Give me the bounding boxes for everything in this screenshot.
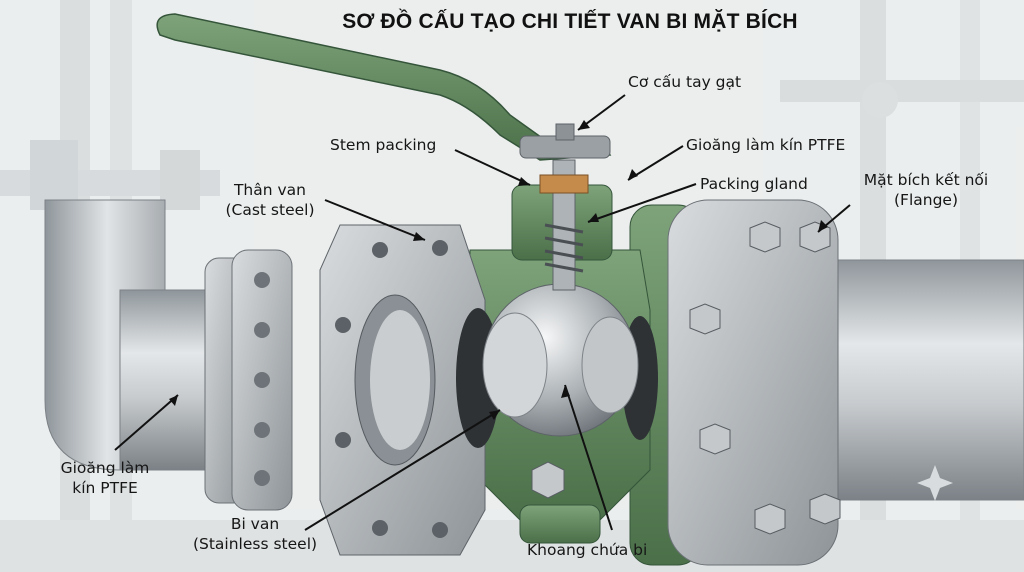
label-chamber: Khoang chứa bi [527,541,648,559]
label-handle: Cơ cấu tay gạt [628,73,742,91]
label-ball: Bi van (Stainless steel) [170,514,340,554]
label-body-line1: Thân van [233,181,307,199]
leader-ball [304,409,501,531]
label-body-line2: (Cast steel) [225,201,315,219]
ball [482,283,639,437]
stem [539,159,589,291]
label-gasket-left-line2: kín PTFE [72,479,138,497]
label-flange-line2: (Flange) [893,191,958,209]
label-body: Thân van (Cast steel) [210,180,330,220]
leader-arrowheads [169,120,828,420]
label-ball-line2: (Stainless steel) [192,535,318,553]
leader-lines [114,94,851,531]
leader-gasket-top [627,145,684,181]
label-flange: Mặt bích kết nối (Flange) [846,170,1006,210]
leader-stem-packing [454,149,531,186]
label-flange-line1: Mặt bích kết nối [863,171,989,189]
leader-body [324,199,426,241]
label-packing-gland: Packing gland [700,175,808,193]
label-gasket-top: Gioăng làm kín PTFE [686,136,846,154]
handle-lever [156,13,612,161]
sparkle-icon [917,465,953,501]
leader-gasket-left [114,394,179,451]
left-flange-pair [204,249,293,511]
diagram-title: SƠ ĐỒ CẤU TẠO CHI TIẾT VAN BI MẶT BÍCH [342,10,798,33]
label-gasket-left: Gioăng làm kín PTFE [40,458,170,498]
right-flange [629,199,841,566]
leader-chamber [564,384,613,531]
label-gasket-left-line1: Gioăng làm [60,459,150,477]
label-ball-line1: Bi van [230,515,280,533]
leader-packing-gland [587,183,697,223]
left-cutaway-flange [319,224,486,556]
label-stem-packing: Stem packing [330,136,437,154]
